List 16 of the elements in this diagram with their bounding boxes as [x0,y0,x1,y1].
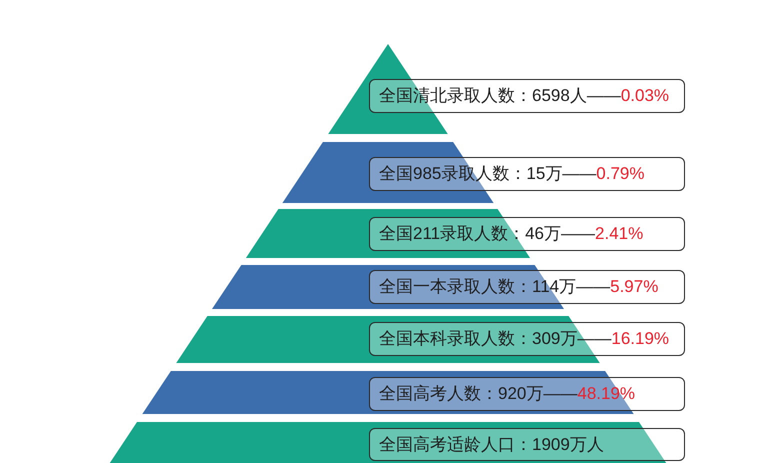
count-label: 全国高考人数：920万—— [379,384,578,404]
percentage-value: 2.41% [595,224,644,244]
callout-box [369,428,685,461]
count-label: 全国985录取人数：15万—— [379,164,596,184]
percentage-value: 0.79% [596,164,644,184]
callout-box [369,157,685,191]
percentage-value: 5.97% [610,277,658,297]
count-label: 全国211录取人数：46万—— [379,224,596,244]
callout-box [369,270,685,304]
callout-box [369,217,685,251]
count-label: 全国高考适龄人口：1909万人 [379,434,604,454]
callout-box [369,377,685,411]
percentage-value: 0.03% [620,86,670,106]
callout-box [369,79,685,113]
callout-box [369,322,685,356]
percentage-value: 16.19% [611,329,670,349]
